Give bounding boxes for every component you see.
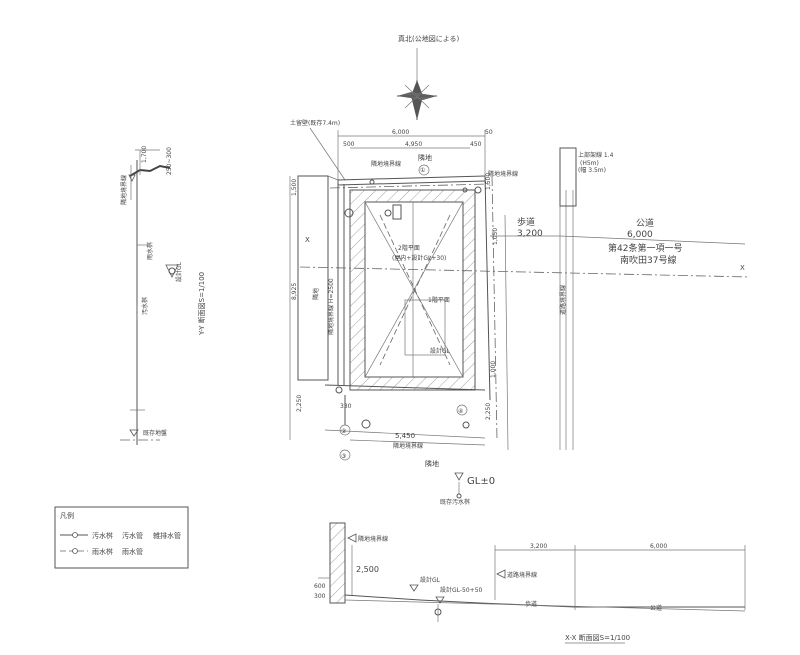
gl-triangle-icon xyxy=(454,472,464,481)
floor-1-label: 1階平面 xyxy=(428,296,450,304)
yy-title: Y-Y 断面図S=1/100 xyxy=(197,272,206,336)
yy-note-0: 隣地境界線 xyxy=(120,175,128,205)
road-article: 第42条第一項一号 xyxy=(608,242,682,254)
dim-left-bottom: 330 xyxy=(340,403,352,410)
dim-left-main: 8,925 xyxy=(291,283,298,300)
legend-row1-extra: 雑排水管 xyxy=(153,531,181,540)
road-boundary: 道路境界線 xyxy=(559,285,567,315)
dim-bottom-left: 2,250 xyxy=(296,395,303,412)
floor-2-sub: (屋内+設計GL+30) xyxy=(392,254,446,262)
xx-dim-top-b: 6,000 xyxy=(650,543,667,550)
dim-bottom-width: 5,450 xyxy=(395,432,415,440)
septic-label: 既存汚水桝 xyxy=(440,498,470,506)
dim-top-right-v: 1,500 xyxy=(485,173,492,190)
north-arrow: 真北(公地図による) xyxy=(397,34,460,120)
bubble-2: ③ xyxy=(341,453,346,460)
dim-left-top: 1,500 xyxy=(291,179,298,196)
dim-top-total: 6,000 xyxy=(392,129,409,136)
legend-row2-pipe: 雨水管 xyxy=(122,547,143,556)
yy-note-3: 汚水桝 xyxy=(141,297,149,315)
xx-title: X-X 断面図S=1/100 xyxy=(565,633,630,642)
yy-dim-b: 250~300 xyxy=(166,147,173,175)
bubble-1: ② xyxy=(341,428,347,435)
xx-dim-left-b: 300 xyxy=(314,593,326,600)
dim-top-left: 500 xyxy=(343,141,355,148)
legend-row2-label: 雨水桝 xyxy=(92,547,113,556)
section-mark-right: X xyxy=(740,264,745,272)
public-road-label: 公道 xyxy=(636,217,654,229)
public-road-width: 6,000 xyxy=(627,230,653,240)
yy-note-2: 設計GL xyxy=(175,261,183,282)
bubble-3: ④ xyxy=(458,408,463,415)
yy-dim-a: 1,700 xyxy=(141,146,148,163)
bubble-0: ① xyxy=(420,167,425,174)
xx-road: 公道 xyxy=(650,604,662,612)
rindo-top: 隣地 xyxy=(418,153,432,162)
sidewalk-width: 3,200 xyxy=(517,229,543,239)
site-plan: 6,000 4,950 500 450 50 土留壁(既存7.4m) 隣地 ① … xyxy=(289,119,751,506)
gl-mark: GL±0 xyxy=(467,476,495,487)
rindo-left: 隣地 xyxy=(312,288,320,300)
floor-2-label: 2階平面 xyxy=(398,244,420,252)
xx-gl-sub: 設計GL-50+50 xyxy=(440,586,483,594)
xx-wall-note: 隣地境界線 xyxy=(358,535,388,543)
upright-sub: (H5m) xyxy=(580,160,599,167)
legend-title: 凡例 xyxy=(60,511,74,520)
legend-row1-label: 汚水桝 xyxy=(92,531,113,540)
yy-note-1: 雨水桝 xyxy=(146,242,154,260)
section-mark-left: X xyxy=(305,236,310,244)
legend-row1-pipe: 汚水管 xyxy=(122,531,143,540)
dim-right-lower: 1,000 xyxy=(490,361,497,378)
sidewalk-label: 歩道 xyxy=(517,216,535,228)
neighbor-line-right: 隣地境界線 xyxy=(488,170,518,178)
xx-wall-height: 2,500 xyxy=(356,565,379,574)
neighbor-line-bottom: 隣地境界線 xyxy=(393,442,423,450)
dim-top-offset: 50 xyxy=(485,129,493,136)
wall-label: 土留壁(既存7.4m) xyxy=(290,119,340,127)
dim-top-inner: 4,950 xyxy=(405,141,422,148)
xx-dim-top-a: 3,200 xyxy=(530,543,547,550)
north-label: 真北(公地図による) xyxy=(398,34,460,43)
section-yy: 1,700 250~300 隣地境界線 雨水桝 設計GL 汚水桝 既存地盤 Y-… xyxy=(120,146,206,445)
compass-rose-icon xyxy=(411,80,423,120)
xx-gl-note: 設計GL xyxy=(420,576,441,584)
road-name: 南吹田37号線 xyxy=(620,254,676,266)
rindo-bottom: 隣地 xyxy=(425,459,439,468)
site-line-left: 隣地境界線 H=2500 xyxy=(327,278,335,335)
pole-icon xyxy=(559,147,577,207)
legend: 凡例 汚水桝 汚水管 雑排水管 雨水桝 雨水管 xyxy=(54,506,189,569)
section-xx: 隣地境界線 2,500 600 300 設計GL 設計GL-50+50 3,20… xyxy=(314,522,746,644)
xx-sidewalk: 歩道 xyxy=(525,600,537,608)
xx-road-line-note: 道路境界線 xyxy=(507,571,537,579)
upright-sub2: (幅 3.5m) xyxy=(578,166,606,174)
yy-note-4: 既存地盤 xyxy=(143,429,167,437)
upright-label: 上部架線 1.4 xyxy=(578,151,614,159)
dim-right-short: 1,050 xyxy=(492,228,499,245)
neighbor-line-top: 隣地境界線 xyxy=(371,160,401,168)
dim-right-bottom: 2,250 xyxy=(485,403,492,420)
gl-label: 設計GL xyxy=(430,347,451,355)
xx-dim-left-a: 600 xyxy=(314,583,326,590)
dim-top-right: 450 xyxy=(470,141,482,148)
